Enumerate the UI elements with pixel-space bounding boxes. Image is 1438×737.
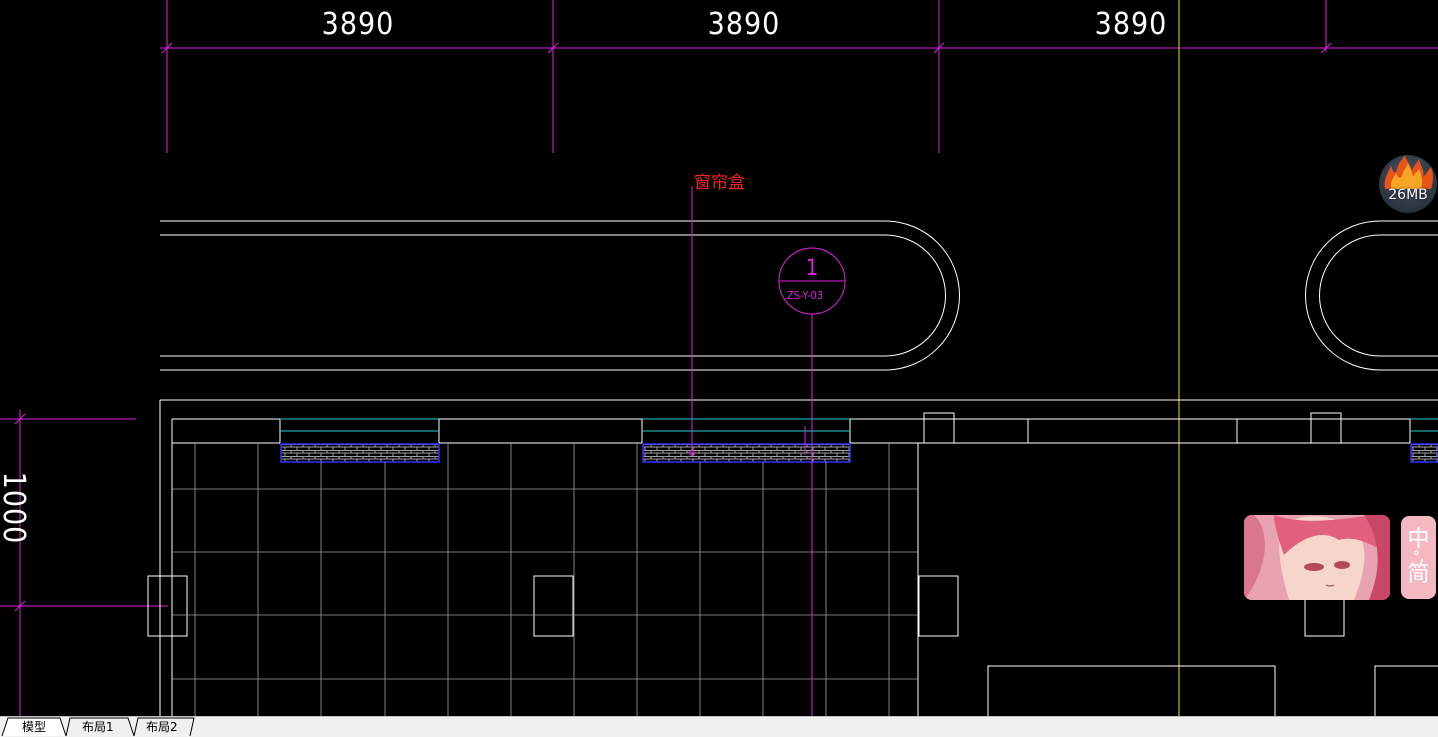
dimension-chain-left <box>0 410 168 716</box>
annotation-leaders <box>689 186 846 716</box>
anime-avatar-image <box>1244 515 1390 600</box>
ime-status-widget[interactable]: 中 °, 简 <box>1401 516 1436 599</box>
cad-viewport[interactable]: 3890 3890 3890 1000 <box>0 0 1438 716</box>
curved-rail <box>160 220 1438 371</box>
dimension-text-2: 3890 <box>708 7 781 42</box>
tab-layout-1[interactable]: 布局1 <box>82 720 114 734</box>
avatar-widget[interactable] <box>1244 515 1390 600</box>
window-openings <box>280 418 1438 432</box>
dimension-text-left: 1000 <box>0 472 31 545</box>
layout-tab-bar: 模型 布局1 布局2 <box>0 716 1438 737</box>
brick-sills <box>280 443 1438 463</box>
dimension-text-1: 3890 <box>322 7 395 42</box>
dimension-chain-top <box>160 0 1438 153</box>
detail-number: 1 <box>806 256 819 281</box>
annotation-curtain-box: 窗帘盒 <box>694 173 745 193</box>
tab-layout-2[interactable]: 布局2 <box>146 720 178 734</box>
memory-usage-badge[interactable]: 26MB <box>1379 155 1437 213</box>
cad-drawing-canvas[interactable]: 3890 3890 3890 1000 <box>0 0 1438 716</box>
ime-punctuation-mode[interactable]: °, <box>1412 548 1425 565</box>
floor-tile-grid <box>172 443 918 716</box>
dimension-text-3: 3890 <box>1095 7 1168 42</box>
tab-model[interactable]: 模型 <box>22 720 47 734</box>
flame-icon <box>1384 155 1433 189</box>
tab-shapes <box>1 717 195 737</box>
ime-script-mode[interactable]: 简 <box>1407 561 1430 587</box>
detail-reference: ZS-Y-03 <box>787 289 823 302</box>
ime-language-mode[interactable]: 中 <box>1407 526 1430 552</box>
memory-usage-text: 26MB <box>1388 187 1428 203</box>
